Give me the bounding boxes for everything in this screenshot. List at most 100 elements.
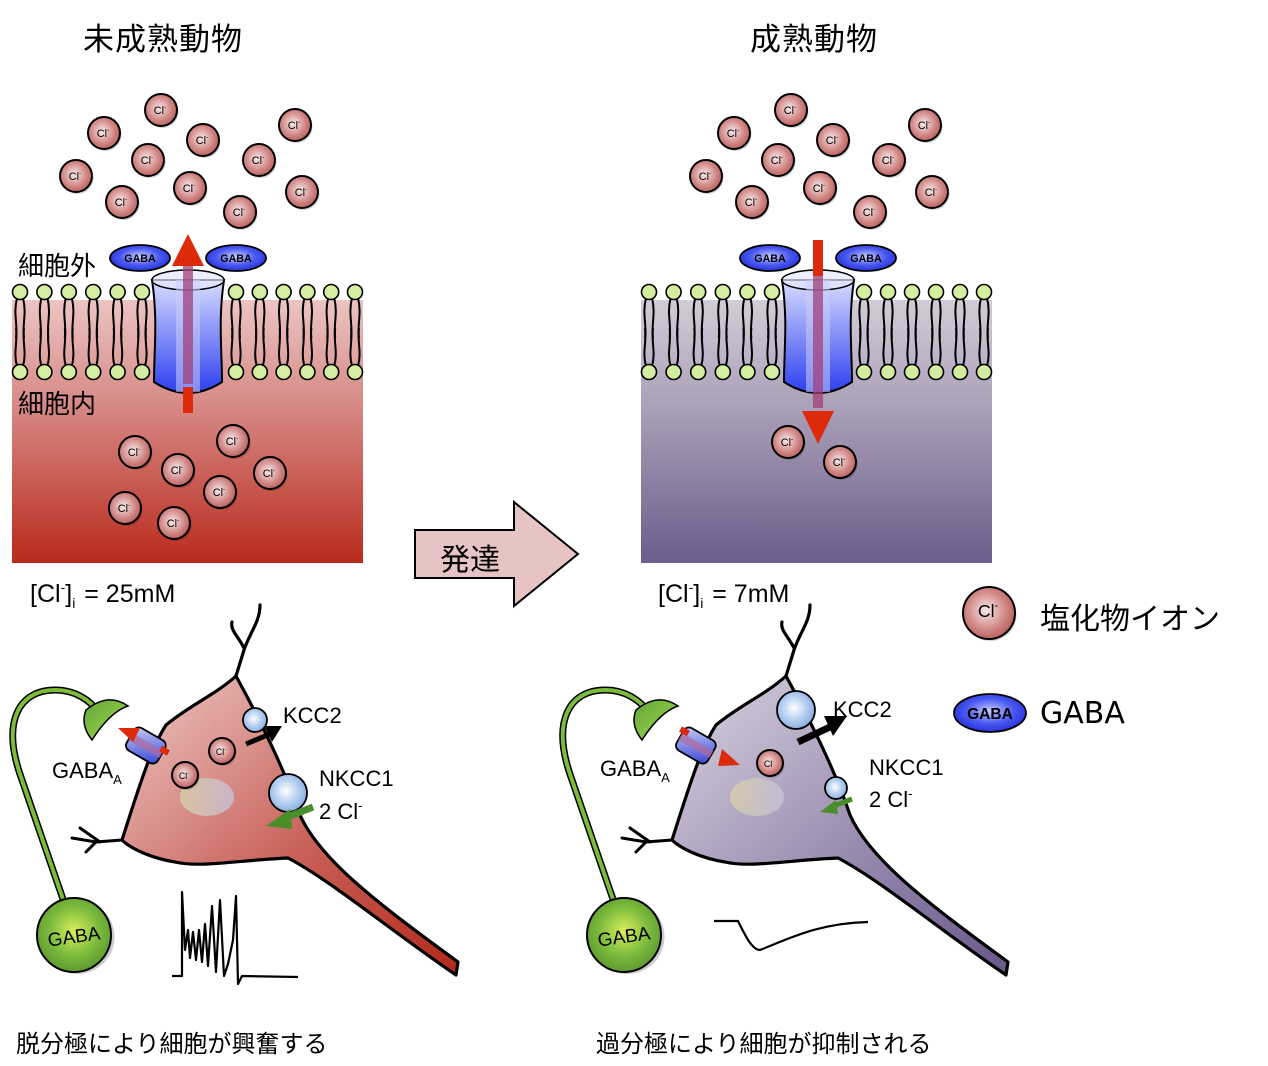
chloride-ion-icon: Cl-: [771, 425, 806, 460]
gaba-a-receptor-icon: [675, 726, 717, 765]
ion-body: [208, 737, 236, 765]
lipid-head: [346, 363, 364, 381]
chloride-ion-icon: Cl-: [689, 159, 724, 194]
ion-body: [131, 143, 165, 177]
ion-body: [108, 491, 142, 525]
lipid-tail: [930, 327, 942, 367]
lipid-head: [251, 363, 269, 381]
flow-arrow-inner: [183, 262, 193, 384]
immature-chloride-concentration: [Cl-]i = 25mM: [30, 579, 176, 611]
ion-body: [203, 475, 237, 509]
ion-body: [689, 159, 723, 193]
kcc2-arrow-stem: [796, 723, 832, 746]
ion-label: Cl-: [764, 759, 774, 769]
ion-label: Cl-: [171, 464, 184, 477]
immature-intracellular-ions: Cl-Cl-Cl-Cl-Cl-Cl-Cl-: [108, 424, 288, 541]
ion-body: [161, 453, 195, 487]
gaba-body: [953, 693, 1027, 733]
ion-label: Cl-: [167, 517, 180, 530]
ion-charge: -: [164, 104, 166, 111]
lipid-head: [322, 283, 340, 301]
ion-label: Cl-: [288, 119, 301, 132]
basal-dendrite: [620, 826, 674, 854]
lipid-head: [903, 283, 921, 301]
ion-charge: -: [223, 486, 225, 493]
lipid-tail: [301, 327, 313, 367]
ion-charge: -: [772, 759, 774, 765]
mature-chloride-concentration: [Cl-]i = 7mM: [658, 579, 790, 611]
ion-label: Cl-: [699, 170, 712, 183]
ion-label: Cl-: [826, 134, 839, 147]
receptor-flow-arrow-in: [718, 749, 740, 766]
ion-label: Cl-: [179, 771, 189, 781]
chloride-ion-icon: Cl-: [774, 93, 809, 128]
ion-label: Cl-: [233, 206, 246, 219]
ion-charge: -: [298, 119, 300, 126]
extracellular-label: 細胞外: [18, 252, 97, 282]
lipid-head: [975, 363, 993, 381]
gaba-molecule-icon: GABA: [109, 244, 171, 272]
lipid-tail: [717, 327, 729, 367]
ion-charge: -: [737, 127, 739, 134]
ion-body: [962, 586, 1016, 640]
chloride-ion-icon: Cl-: [253, 456, 288, 491]
lipid-head: [11, 363, 29, 381]
gaba-molecule-icon: GABA: [205, 244, 267, 272]
immature-gaba-a-label: GABAA: [52, 758, 122, 787]
ion-charge: -: [928, 119, 930, 126]
chloride-ion-icon: Cl-: [105, 185, 140, 220]
ion-body: [803, 171, 837, 205]
ion-charge: -: [187, 771, 189, 777]
mature-intracellular-ions: Cl-Cl-: [771, 425, 858, 480]
lipid-head: [927, 283, 945, 301]
ion-charge: -: [755, 196, 757, 203]
gaba-label: GABA: [124, 253, 156, 265]
gaba-label: GABA: [967, 706, 1013, 723]
lipid-head: [855, 283, 873, 301]
flow-arrow-head-down: [802, 411, 834, 444]
lipid-tail: [954, 327, 966, 367]
nkcc1-arrow-head: [820, 800, 838, 814]
lipid-head: [133, 283, 151, 301]
lipid-head: [322, 363, 340, 381]
lipid-head: [903, 363, 921, 381]
lipid-head: [84, 283, 102, 301]
presynaptic-soma: [586, 897, 662, 973]
gaba-label: GABA: [850, 253, 882, 265]
ion-body: [242, 143, 276, 177]
burst-firing-trace: [172, 890, 299, 986]
lipid-head: [299, 283, 316, 301]
ion-label: Cl-: [295, 186, 308, 199]
flow-arrow-stem: [813, 240, 823, 276]
mature-gaba-a-label: GABAA: [600, 756, 670, 785]
receptor-pore: [128, 733, 164, 758]
chloride-ion-icon: Cl-: [278, 108, 313, 143]
lipid-tail: [325, 327, 337, 367]
receptor-flow-arrow-out: [118, 728, 140, 742]
lipid-tail: [254, 327, 266, 367]
ion-label: Cl-: [882, 154, 895, 167]
lipid-head: [739, 283, 756, 301]
kcc2-arrow-head: [264, 726, 282, 742]
nkcc1-transporter-icon: [824, 776, 848, 800]
ion-charge: -: [236, 435, 238, 442]
lipid-tail: [14, 327, 26, 367]
ion-body: [278, 108, 312, 142]
ion-body: [771, 425, 805, 459]
ion-body: [253, 456, 287, 490]
chloride-ion-icon: Cl-: [87, 116, 122, 151]
chloride-ion-icon: Cl-: [59, 159, 94, 194]
chloride-ion-icon: Cl-: [717, 116, 752, 151]
ion-charge: -: [128, 502, 130, 509]
lipid-tail: [643, 327, 655, 367]
immature-nkcc1-ion-label: 2 Cl-: [319, 798, 363, 824]
ion-body: [186, 123, 220, 157]
ion-label: Cl-: [771, 154, 784, 167]
ion-label: Cl-: [925, 186, 938, 199]
presynaptic-soma: [36, 897, 112, 973]
ion-body: [173, 171, 207, 205]
ion-charge: -: [243, 206, 245, 213]
mature-membrane: [640, 283, 993, 381]
ion-charge: -: [151, 154, 153, 161]
ion-label: Cl-: [978, 600, 999, 621]
